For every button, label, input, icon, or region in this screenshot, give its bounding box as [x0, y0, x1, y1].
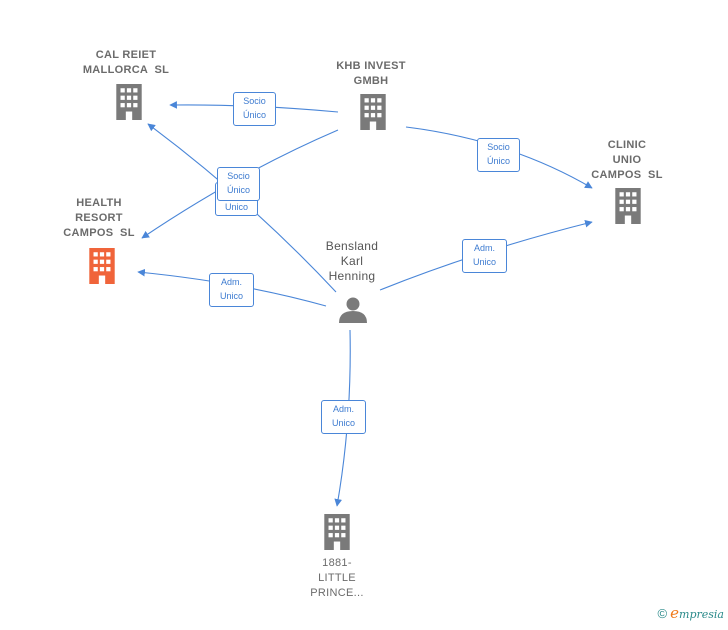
building-icon[interactable] [615, 188, 641, 224]
label-line: UNIO [612, 154, 642, 166]
node-label-bensland[interactable]: Bensland Karl Henning [310, 239, 394, 284]
brand-logo: ©empresia [658, 604, 724, 622]
node-label-khb-invest[interactable]: KHB INVEST GMBH [318, 59, 424, 89]
label-line: Henning [328, 269, 376, 283]
edge-label-line: Único [486, 156, 510, 166]
label-line: CAMPOS SL [591, 169, 663, 181]
label-line: Karl [340, 254, 364, 268]
edge-label-line: Unico [472, 257, 496, 267]
label-line: KHB INVEST [336, 60, 406, 72]
building-icon[interactable] [116, 84, 142, 120]
label-line: CAMPOS SL [63, 227, 135, 239]
label-line: Bensland [325, 239, 379, 253]
edge-label-bensland-to-health[interactable]: Adm. Unico [209, 273, 254, 307]
node-label-health-resort[interactable]: HEALTH RESORT CAMPOS SL [50, 196, 148, 241]
copyright-symbol: © [657, 606, 668, 621]
node-label-little-prince[interactable]: 1881- LITTLE PRINCE... [292, 556, 382, 601]
edge-label-line: Unico [331, 418, 355, 428]
edge-label-line: Adm. [332, 404, 354, 414]
brand-name: mpresia [679, 608, 724, 621]
edge-label-khb-to-health[interactable]: Socio Único [217, 167, 260, 201]
node-label-clinic-unio[interactable]: CLINIC UNIO CAMPOS SL [578, 138, 676, 183]
building-icon[interactable] [324, 514, 350, 550]
edge-label-line: Socio [487, 142, 510, 152]
node-label-cal-reiet[interactable]: CAL REIET MALLORCA SL [64, 48, 188, 78]
edge-label-bensland-to-prince[interactable]: Adm. Unico [321, 400, 366, 434]
person-icon[interactable] [339, 297, 367, 324]
label-line: CAL REIET [95, 49, 157, 61]
edge-label-line: Único [226, 185, 250, 195]
brand-logo-e: e [670, 604, 680, 622]
label-line: CLINIC [607, 139, 647, 151]
edge-label-bensland-to-clinic[interactable]: Adm. Unico [462, 239, 507, 273]
edge-label-line: Unico [224, 202, 248, 212]
edge-label-line: Único [242, 110, 266, 120]
label-line: HEALTH [76, 197, 122, 209]
edge-label-khb-to-cal[interactable]: Socio Único [233, 92, 276, 126]
edge-label-line: Socio [243, 96, 266, 106]
edge-label-line: Unico [219, 291, 243, 301]
edge-label-line: Socio [227, 171, 250, 181]
label-line: PRINCE... [310, 587, 364, 599]
label-line: MALLORCA SL [82, 64, 170, 76]
label-line: GMBH [353, 75, 389, 87]
edge-label-khb-to-clinic[interactable]: Socio Único [477, 138, 520, 172]
edge-label-line: Adm. [220, 277, 242, 287]
label-line: RESORT [75, 212, 123, 224]
building-icon[interactable] [360, 94, 386, 130]
label-line: LITTLE [318, 572, 356, 584]
building-icon[interactable] [89, 248, 115, 284]
edge-label-line: Adm. [473, 243, 495, 253]
label-line: 1881- [322, 557, 352, 569]
